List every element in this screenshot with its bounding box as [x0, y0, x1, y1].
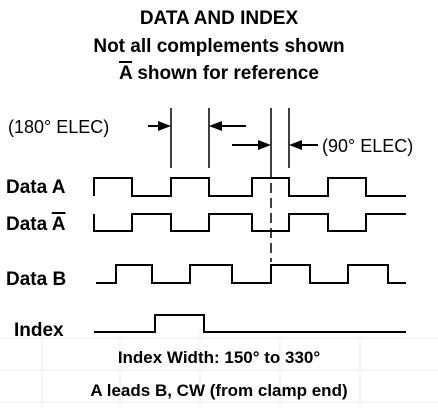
title-line-2: Not all complements shown — [93, 36, 345, 57]
title-a-bar: A — [119, 63, 133, 84]
label-data-a-bar-prefix: Data — [6, 214, 52, 235]
label-data-b: Data B — [6, 269, 66, 291]
title-line-1: DATA AND INDEX — [139, 8, 299, 29]
label-data-b-text: Data B — [6, 269, 67, 290]
label-data-a-text: Data A — [6, 177, 66, 198]
label-data-a-bar-overbar: A — [51, 214, 66, 235]
arrow-left-head — [209, 121, 222, 131]
arrow-90-head — [289, 140, 302, 150]
label-data-a: Data A — [6, 177, 65, 199]
label-90-elec: (90° ELEC) — [322, 136, 414, 156]
waveform-data-b — [96, 264, 406, 284]
label-data-a-bar: Data A — [6, 214, 66, 236]
waveform-data-a-bar — [93, 213, 406, 232]
title-line-3: A shown for reference — [0, 63, 438, 85]
label-180-elec: (180° ELEC) — [8, 117, 110, 137]
footnote-index-width: Index Width: 150° to 330° — [117, 348, 321, 367]
arrow-right-head — [258, 140, 271, 150]
footnote-direction: A leads B, CW (from clamp end) — [90, 381, 348, 400]
waveform-data-a — [93, 177, 406, 197]
arrow-180-head — [158, 121, 171, 131]
label-index: Index — [14, 320, 64, 342]
title-line-3-rest: shown for reference — [132, 63, 319, 84]
label-index-text: Index — [14, 320, 64, 341]
waveform-index — [94, 314, 406, 333]
